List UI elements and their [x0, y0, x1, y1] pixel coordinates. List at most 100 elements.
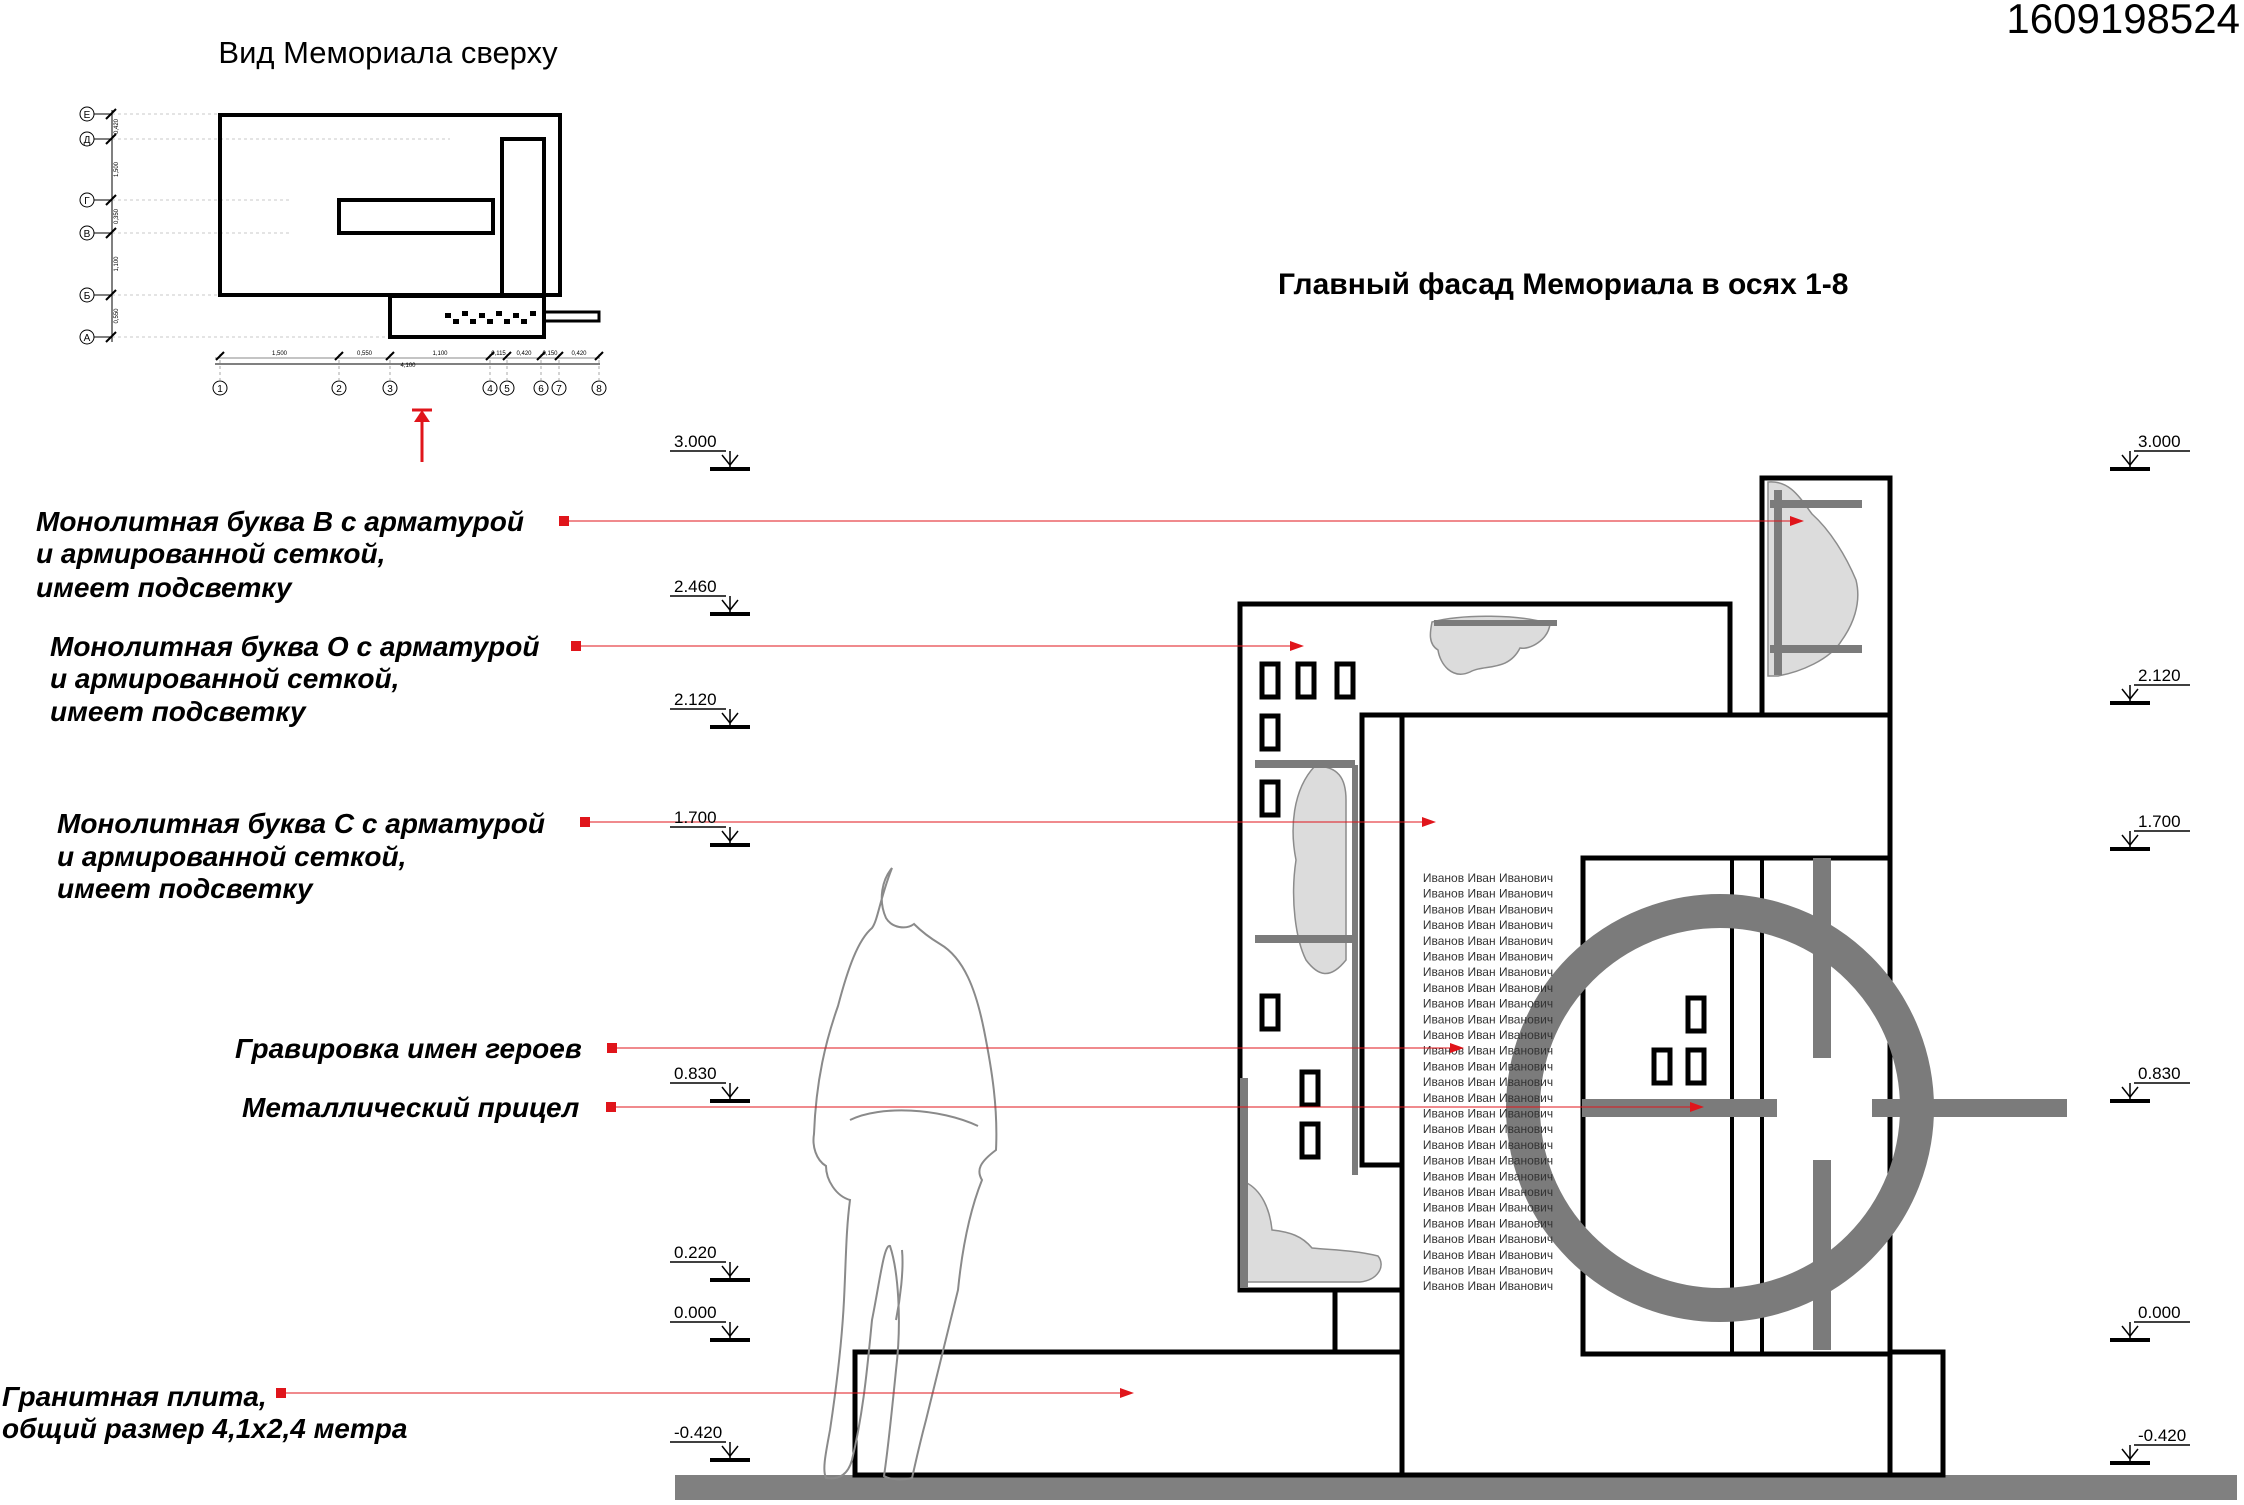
plan-column-axis-label: 8	[596, 384, 602, 395]
engraved-name: Иванов Иван Иванович	[1423, 1075, 1553, 1089]
rebar-bars	[1240, 490, 1862, 1288]
plan-row-axis: Г	[79, 192, 117, 208]
letter-o-base-step	[1332, 1287, 1405, 1355]
plan-column-axis: 3	[382, 351, 398, 396]
plan-row-axis: Е	[79, 106, 117, 122]
plan-column-dimension: 0,150	[542, 351, 558, 357]
engraved-name: Иванов Иван Иванович	[1423, 887, 1553, 901]
facade-title: Главный фасад Мемориала в осях 1-8	[1278, 268, 1848, 301]
callout-letter-v-line-2: и армированной сеткой,	[36, 538, 385, 569]
engraved-name: Иванов Иван Иванович	[1423, 918, 1553, 932]
sight-cross-bottom	[1813, 1160, 1831, 1350]
level-mark-label: 0.000	[674, 1303, 717, 1322]
plan-column-axis: 2	[331, 351, 347, 396]
plan-row-axis-label: Б	[84, 291, 91, 302]
plan-column-dimension: 0,115	[491, 351, 506, 357]
engraved-name: Иванов Иван Иванович	[1423, 1185, 1553, 1199]
stone-letter-o	[1429, 615, 1551, 675]
sheet-number: 1609198524	[2006, 0, 2240, 42]
level-mark: 0.000	[2110, 1303, 2190, 1342]
engraved-name: Иванов Иван Иванович	[1423, 1012, 1553, 1026]
plan-total-dimension: 4,100	[400, 363, 416, 369]
level-mark: 0.830	[670, 1064, 750, 1103]
plan-letter-slot	[337, 198, 495, 235]
engraved-name: Иванов Иван Иванович	[1423, 1264, 1553, 1278]
plan-outline	[218, 113, 601, 339]
engraved-name: Иванов Иван Иванович	[1423, 965, 1553, 979]
ground-line	[675, 1475, 2237, 1500]
metallic-sight	[1506, 858, 2067, 1350]
level-mark-label: 0.830	[674, 1064, 717, 1083]
level-mark-label: 1.700	[674, 808, 717, 827]
plan-column-axis: 7	[551, 351, 567, 396]
engraved-name: Иванов Иван Иванович	[1423, 1059, 1553, 1073]
plan-column-dimension: 0,550	[357, 351, 373, 357]
level-mark-label: 0.220	[674, 1243, 717, 1262]
plan-row-axis: Д	[79, 131, 117, 147]
engraved-name: Иванов Иван Иванович	[1423, 1028, 1553, 1042]
plan-column-axis-label: 7	[556, 384, 562, 395]
engraved-name: Иванов Иван Иванович	[1423, 871, 1553, 885]
callout-letter-s-line-2: и армированной сеткой,	[57, 841, 406, 872]
engraved-name: Иванов Иван Иванович	[1423, 1107, 1553, 1121]
level-mark: 0.220	[670, 1243, 750, 1282]
plan-column-axis-label: 5	[504, 384, 510, 395]
callout-sight: Металлический прицел	[242, 1092, 1704, 1123]
level-mark-label: 2.460	[674, 577, 717, 596]
level-mark: -0.420	[2110, 1426, 2190, 1465]
engraved-name: Иванов Иван Иванович	[1423, 902, 1553, 916]
engraved-name: Иванов Иван Иванович	[1423, 1044, 1553, 1058]
plan-row-axis-label: Е	[84, 110, 91, 121]
engraved-name: Иванов Иван Иванович	[1423, 997, 1553, 1011]
callout-letter-s: Монолитная буква С с арматурой и армиров…	[57, 808, 1436, 904]
callout-slab-line-1: Гранитная плита,	[2, 1381, 267, 1412]
engraved-name: Иванов Иван Иванович	[1423, 1169, 1553, 1183]
engraved-name: Иванов Иван Иванович	[1423, 1216, 1553, 1230]
level-mark: 3.000	[670, 432, 750, 471]
level-mark-label: 2.120	[2138, 666, 2181, 685]
plan-row-axis: Б	[79, 287, 117, 303]
callout-sight-text: Металлический прицел	[242, 1092, 579, 1123]
sight-cross-right	[1872, 1099, 2067, 1117]
callout-letter-o-line-2: и армированной сеткой,	[50, 663, 399, 694]
plan-tall-wall	[500, 137, 546, 297]
plan-row-axis-label: Д	[84, 135, 91, 146]
callout-engraving: Гравировка имен героев	[235, 1033, 1464, 1064]
level-mark: 0.000	[670, 1303, 750, 1342]
engraved-name: Иванов Иван Иванович	[1423, 1201, 1553, 1215]
level-mark: 2.120	[2110, 666, 2190, 705]
engraved-name: Иванов Иван Иванович	[1423, 1091, 1553, 1105]
plan-column-dimension: 1,100	[432, 351, 448, 357]
plan-dimension-lines	[111, 110, 600, 365]
level-mark: 1.700	[670, 808, 750, 847]
view-direction-arrow	[412, 408, 432, 462]
plan-column-axis-label: 3	[387, 384, 393, 395]
sight-cross-top	[1813, 858, 1831, 1058]
engraved-name: Иванов Иван Иванович	[1423, 950, 1553, 964]
level-mark-label: 0.830	[2138, 1064, 2181, 1083]
plan-row-axis-label: Г	[84, 196, 90, 207]
callout-slab: Гранитная плита, общий размер 4,1х2,4 ме…	[2, 1381, 1134, 1444]
plan-column-axis: 4	[482, 351, 498, 396]
plan-row-dimension: 0,550	[114, 308, 120, 324]
engraved-name: Иванов Иван Иванович	[1423, 1279, 1553, 1293]
window-slots	[1259, 661, 1707, 1160]
plan-column-axis-label: 2	[336, 384, 342, 395]
plan-sight-bar	[542, 310, 601, 323]
plan-row-axis-label: В	[84, 229, 91, 240]
level-mark-label: 1.700	[2138, 812, 2181, 831]
level-mark: 1.700	[2110, 812, 2190, 851]
engraved-name: Иванов Иван Иванович	[1423, 1138, 1553, 1152]
plan-row-dimension: 0,420	[114, 118, 120, 134]
level-mark: 2.120	[670, 690, 750, 729]
plan-column-axis: 8	[591, 351, 607, 396]
callout-letter-o-line-1: Монолитная буква О с арматурой	[50, 631, 540, 662]
sight-cross-left	[1582, 1099, 1777, 1117]
engraved-name: Иванов Иван Иванович	[1423, 981, 1553, 995]
level-mark: 2.460	[670, 577, 750, 616]
plan-column-axis: 5	[499, 351, 515, 396]
